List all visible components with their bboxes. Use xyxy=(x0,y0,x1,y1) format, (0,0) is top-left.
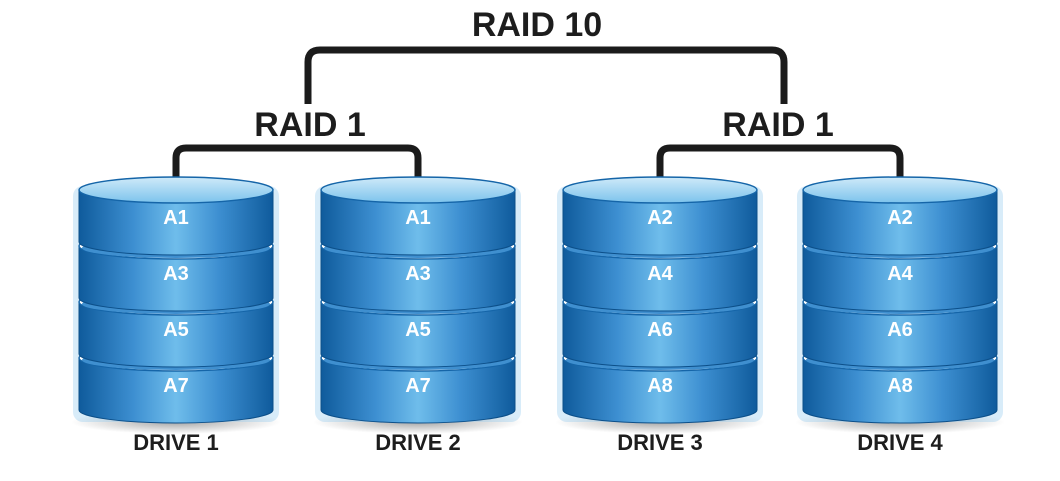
platter-top xyxy=(562,176,758,204)
platter-body xyxy=(320,189,516,256)
platter-body xyxy=(802,189,998,256)
block-label: A3 xyxy=(405,263,431,285)
platter-top xyxy=(802,176,998,204)
block-label: A8 xyxy=(887,375,913,397)
platter-body xyxy=(562,357,758,424)
block-label: A3 xyxy=(163,263,189,285)
platter-body xyxy=(320,357,516,424)
raid1-bracket-right xyxy=(656,144,904,188)
platter-body xyxy=(562,189,758,256)
raid1-bracket-left xyxy=(172,144,422,188)
raid10-bracket xyxy=(304,46,788,104)
drive-label: DRIVE 2 xyxy=(375,430,461,455)
platter-body xyxy=(320,245,516,312)
platter-body xyxy=(562,301,758,368)
block-label: A2 xyxy=(647,207,673,229)
platter-top xyxy=(320,176,516,204)
platter-body xyxy=(802,245,998,312)
platter-body xyxy=(802,357,998,424)
platter-body xyxy=(78,245,274,312)
block-label: A6 xyxy=(887,319,913,341)
platter-body xyxy=(320,301,516,368)
block-label: A8 xyxy=(647,375,673,397)
platter-body xyxy=(78,301,274,368)
platter-body xyxy=(562,245,758,312)
block-label: A7 xyxy=(163,375,189,397)
block-label: A7 xyxy=(405,375,431,397)
block-label: A4 xyxy=(647,263,673,285)
platter-top xyxy=(78,176,274,204)
block-label: A1 xyxy=(163,207,189,229)
raid1-title-right: RAID 1 xyxy=(722,106,833,144)
drive-label: DRIVE 4 xyxy=(857,430,943,455)
drive-label: DRIVE 1 xyxy=(133,430,219,455)
block-label: A2 xyxy=(887,207,913,229)
block-label: A5 xyxy=(405,319,431,341)
drive-label: DRIVE 3 xyxy=(617,430,703,455)
block-label: A4 xyxy=(887,263,913,285)
block-label: A6 xyxy=(647,319,673,341)
block-label: A5 xyxy=(163,319,189,341)
block-label: A1 xyxy=(405,207,431,229)
raid1-title-left: RAID 1 xyxy=(254,106,365,144)
platter-body xyxy=(78,357,274,424)
platter-body xyxy=(78,189,274,256)
raid10-title: RAID 10 xyxy=(472,6,602,44)
platter-body xyxy=(802,301,998,368)
